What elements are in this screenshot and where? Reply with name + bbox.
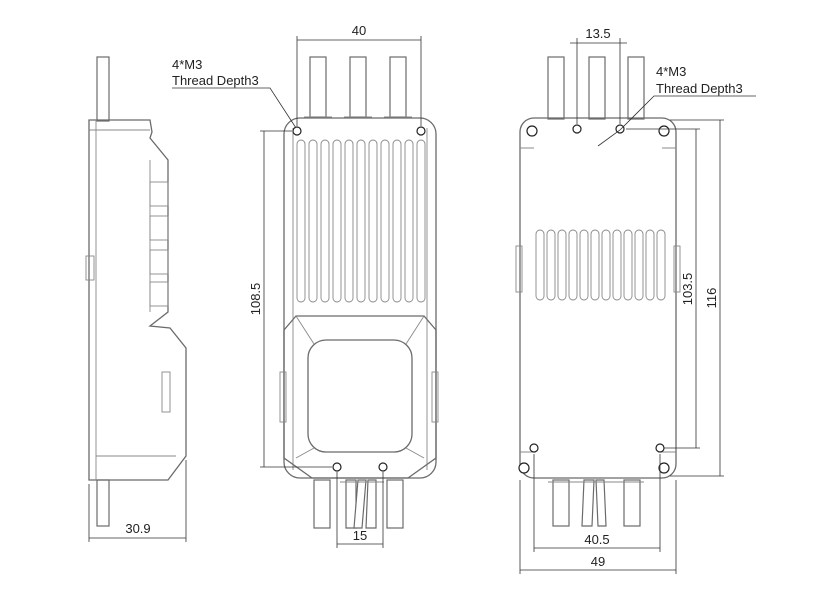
side-view bbox=[85, 56, 187, 542]
thread-hole bbox=[529, 443, 539, 453]
front-note-line2: Thread Depth3 bbox=[172, 73, 259, 88]
thread-hole bbox=[655, 443, 665, 453]
dim-side-width: 30.9 bbox=[125, 521, 150, 536]
front-view bbox=[172, 36, 439, 548]
thread-hole bbox=[378, 462, 388, 472]
dim-front-bottom-width: 15 bbox=[353, 528, 367, 543]
dim-rear-top-width: 13.5 bbox=[585, 26, 610, 41]
mounting-hole bbox=[658, 462, 670, 474]
mounting-hole bbox=[658, 125, 670, 137]
rear-note-line1: 4*M3 bbox=[656, 64, 686, 79]
dim-front-height: 108.5 bbox=[248, 283, 263, 316]
thread-hole bbox=[416, 126, 426, 136]
rear-view bbox=[515, 38, 756, 574]
mounting-hole bbox=[526, 125, 538, 137]
dim-rear-height: 116 bbox=[704, 288, 719, 309]
front-note-line1: 4*M3 bbox=[172, 57, 202, 72]
rear-note-line2: Thread Depth3 bbox=[656, 81, 743, 96]
dim-rear-inner-width: 40.5 bbox=[584, 532, 609, 547]
thread-hole bbox=[572, 124, 582, 134]
dim-front-top-width: 40 bbox=[352, 23, 366, 38]
dim-rear-width: 49 bbox=[591, 554, 605, 569]
thread-hole bbox=[332, 462, 342, 472]
dim-rear-inner-height: 103.5 bbox=[680, 273, 695, 306]
mounting-hole bbox=[518, 462, 530, 474]
thread-hole bbox=[292, 126, 302, 136]
